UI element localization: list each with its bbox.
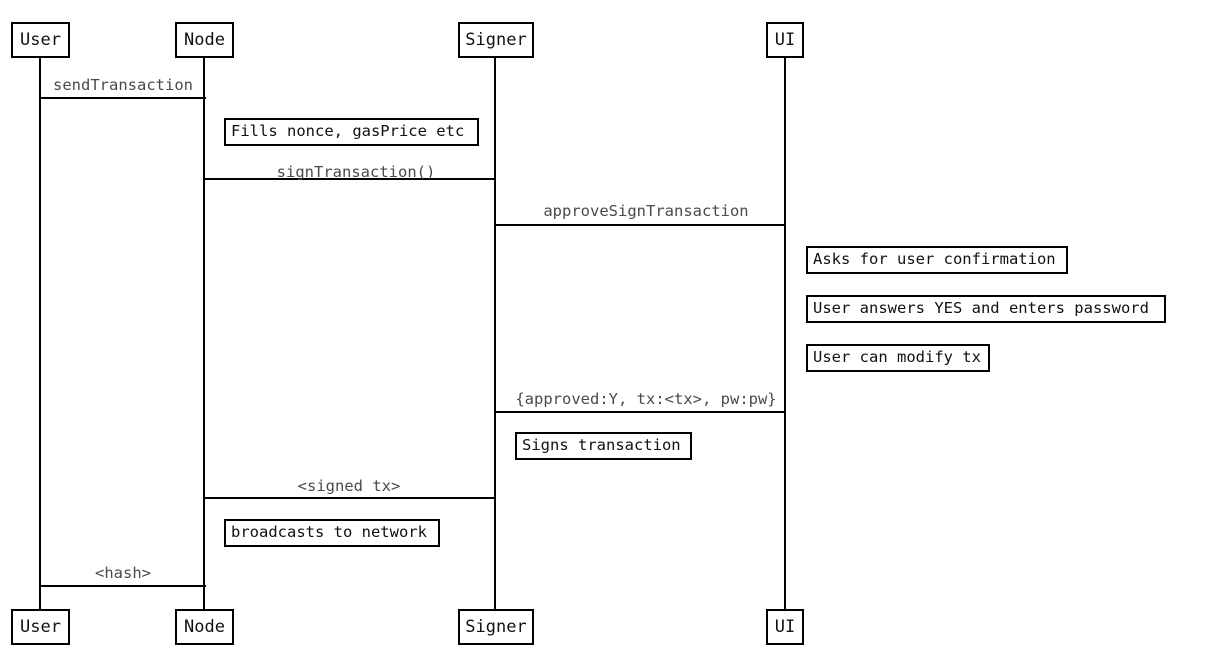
lifeline-node <box>203 58 205 609</box>
actor-box-ui-bottom[interactable]: UI <box>766 609 804 645</box>
note-user-can-modify: User can modify tx <box>806 344 990 372</box>
actor-box-signer-bottom[interactable]: Signer <box>458 609 534 645</box>
message-line-approved-payload <box>494 411 786 413</box>
message-label-sign-transaction: signTransaction() <box>276 163 436 181</box>
actor-label-signer-top: Signer <box>465 29 527 50</box>
note-fills-nonce: Fills nonce, gasPrice etc <box>224 118 479 146</box>
actor-box-signer-top[interactable]: Signer <box>458 22 534 58</box>
note-broadcasts-to-network: broadcasts to network <box>224 519 440 547</box>
actor-box-node-bottom[interactable]: Node <box>175 609 234 645</box>
note-text-user-answers-yes: User answers YES and enters password <box>813 299 1149 318</box>
message-line-hash <box>39 585 206 587</box>
actor-label-user-top: User <box>20 29 61 50</box>
note-text-user-can-modify: User can modify tx <box>813 348 981 367</box>
note-text-broadcasts-to-network: broadcasts to network <box>231 523 427 542</box>
message-line-sign-transaction <box>203 178 496 180</box>
note-text-asks-confirmation: Asks for user confirmation <box>813 250 1056 269</box>
message-line-signed-tx <box>203 497 496 499</box>
note-signs-transaction: Signs transaction <box>515 432 692 460</box>
message-label-hash: <hash> <box>95 564 151 582</box>
message-label-approve-sign-transaction: approveSignTransaction <box>543 202 749 220</box>
lifeline-ui <box>784 58 786 609</box>
actor-label-user-bottom: User <box>20 616 61 637</box>
message-label-send-transaction: sendTransaction <box>53 76 193 94</box>
actor-label-signer-bottom: Signer <box>465 616 527 637</box>
actor-label-node-top: Node <box>184 29 225 50</box>
note-asks-confirmation: Asks for user confirmation <box>806 246 1068 274</box>
actor-box-user-bottom[interactable]: User <box>11 609 70 645</box>
note-text-fills-nonce: Fills nonce, gasPrice etc <box>231 122 465 141</box>
actor-label-ui-bottom: UI <box>774 616 796 637</box>
lifeline-signer <box>494 58 496 609</box>
message-label-signed-tx: <signed tx> <box>297 477 401 495</box>
note-user-answers-yes: User answers YES and enters password <box>806 295 1166 323</box>
message-label-approved-payload: {approved:Y, tx:<tx>, pw:pw} <box>515 390 777 408</box>
actor-box-ui-top[interactable]: UI <box>766 22 804 58</box>
actor-label-ui-top: UI <box>774 29 796 50</box>
message-line-send-transaction <box>39 97 206 99</box>
message-line-approve-sign-transaction <box>494 224 786 226</box>
lifeline-user <box>39 58 41 609</box>
note-text-signs-transaction: Signs transaction <box>522 436 681 455</box>
actor-box-node-top[interactable]: Node <box>175 22 234 58</box>
actor-label-node-bottom: Node <box>184 616 225 637</box>
actor-box-user-top[interactable]: User <box>11 22 70 58</box>
